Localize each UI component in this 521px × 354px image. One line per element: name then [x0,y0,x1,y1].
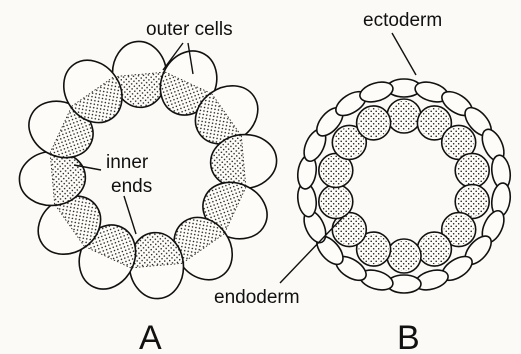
endoderm-label: endoderm [214,287,300,308]
endoderm-cell [319,185,353,219]
panel-b-gastrula [296,79,513,294]
panel-b-caption: B [397,319,420,354]
endoderm-cell [387,99,421,133]
endoderm-cell [387,239,421,273]
outer-cells-label: outer cells [146,19,233,40]
endoderm-cell [455,153,489,187]
panel-a-caption: A [139,319,162,354]
inner-ends-label-line2: ends [111,176,152,197]
endoderm-cell [357,106,391,140]
inner-ends-label-line1: inner [106,152,149,173]
ectoderm-pointer [392,33,416,75]
ectoderm-label: ectoderm [363,10,442,31]
inner-ends-pointer-lower [124,196,136,234]
endoderm-cell [417,232,451,266]
